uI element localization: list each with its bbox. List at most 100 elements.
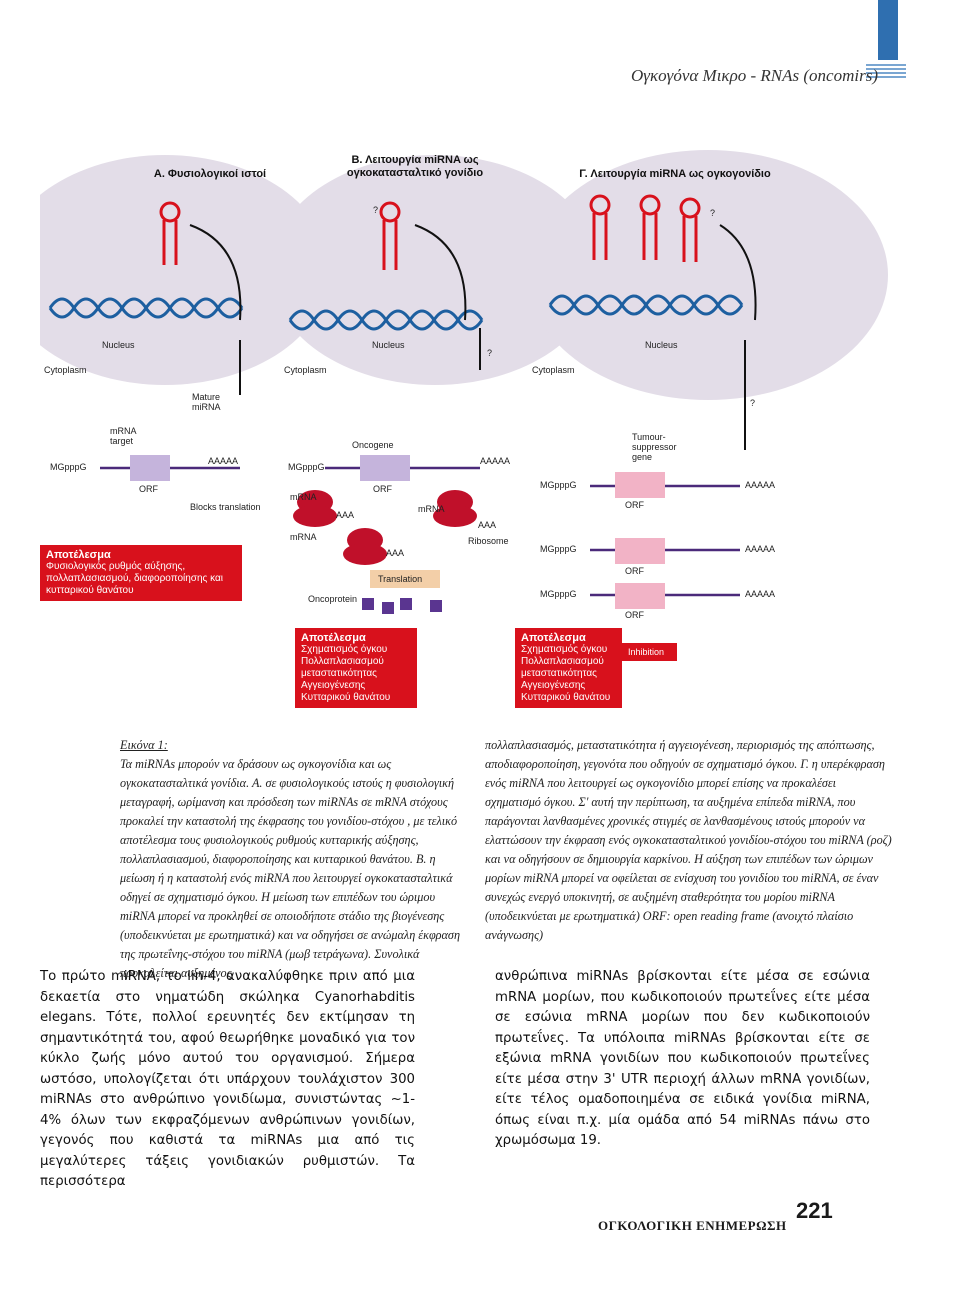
orf-label-c3: ORF <box>625 610 644 620</box>
mature-mirna-line2: miRNA <box>192 402 221 412</box>
nucleus-region-c <box>528 150 888 400</box>
cytoplasm-label-c: Cytoplasm <box>532 365 575 375</box>
result-a-line-1: Φυσιολογικός ρυθμός αύξησης, <box>46 561 186 572</box>
orf-label-c2: ORF <box>625 566 644 576</box>
result-b-line-1: Σχηματισμός όγκου <box>301 644 388 655</box>
mgpppg-label-c1: MGpppG <box>540 480 577 490</box>
oncoprotein-label: Oncoprotein <box>308 594 358 604</box>
cytoplasm-label-a: Cytoplasm <box>44 365 87 375</box>
running-head: Ογκογόνα Μικρο - RNAs (oncomirs) <box>631 66 878 85</box>
dna-helix-c <box>548 294 744 316</box>
caption-label: Εικόνα 1: <box>120 738 168 752</box>
aaaaa-label-a: AAAAA <box>208 456 239 466</box>
result-box-a: Αποτέλεσμα Φυσιολογικός ρυθμός αύξησης, … <box>40 545 242 601</box>
mgpppg-label-a: MGpppG <box>50 462 87 472</box>
blocks-translation-label: Blocks translation <box>190 502 261 512</box>
oncoprotein-squares <box>362 598 442 614</box>
result-b-line-2: Πολλαπλασιασμού <box>301 656 384 667</box>
hairpin-b <box>379 201 401 270</box>
result-c-line-4: Αγγειογένεσης <box>521 680 586 691</box>
oncogene-label: Oncogene <box>352 440 394 450</box>
panel-a-title: Α. Φυσιολογικοί ιστοί <box>153 168 267 180</box>
figure-mirna-diagram: Α. Φυσιολογικοί ιστοί Β. Λειτουργία miRN… <box>40 150 890 725</box>
result-a-line-2: πολλαπλασιασμού, διαφοροποίησης και <box>46 573 224 584</box>
tumour-suppressor-line2: suppressor <box>632 442 677 452</box>
page-number: 221 <box>796 1198 833 1223</box>
mature-mirna-label: Mature miRNA <box>192 392 221 412</box>
ribosome-label: Ribosome <box>468 536 509 546</box>
orf-label-a: ORF <box>139 484 158 494</box>
mgpppg-label-b: MGpppG <box>288 462 325 472</box>
journal-title: ΟΓΚΟΛΟΓΙΚΗ ΕΝΗΜΕΡΩΣΗ <box>598 1218 787 1233</box>
dna-helix-a <box>48 297 244 319</box>
orf-box-c2 <box>615 538 665 564</box>
inhibition-box <box>622 643 677 661</box>
mature-mirna-line1: Mature <box>192 392 221 402</box>
figure-artwork <box>40 150 888 661</box>
hairpin-c <box>589 194 701 262</box>
result-box-b: Αποτέλεσμα Σχηματισμός όγκου Πολλαπλασια… <box>295 628 417 708</box>
mrna-target-line2: target <box>110 436 134 446</box>
corner-accent-lines <box>866 64 906 80</box>
aaa-label-b2: AAA <box>478 520 497 530</box>
result-b-line-3: μεταστατικότητας <box>301 668 377 679</box>
result-c-line-1: Σχηματισμός όγκου <box>521 644 608 655</box>
arrows <box>189 224 757 450</box>
cytoplasm-label-b: Cytoplasm <box>284 365 327 375</box>
orf-label-b: ORF <box>373 484 392 494</box>
nucleus-label-a: Nucleus <box>102 340 135 350</box>
result-b-line-5: Κυτταρικού θανάτου <box>301 692 391 703</box>
result-b-heading: Αποτέλεσμα <box>301 632 366 644</box>
mrna-target-label: mRNA target <box>110 426 137 446</box>
translation-box <box>370 570 440 588</box>
translation-label: Translation <box>378 574 423 584</box>
tumour-suppressor-label: Tumour- suppressor gene <box>632 432 677 462</box>
question-mark-b1: ? <box>373 205 379 215</box>
body-text-left: Το πρώτο miRNA, το lin-4, ανακαλύφθηκε π… <box>40 969 415 1189</box>
aaa-label-b1: AAA <box>336 510 355 520</box>
aaaaa-label-b: AAAAA <box>480 456 511 466</box>
aaa-label-b3: AAA <box>386 548 405 558</box>
tumour-suppressor-line1: Tumour- <box>632 432 666 442</box>
result-b-line-4: Αγγειογένεσης <box>301 680 366 691</box>
nucleus-label-c: Nucleus <box>645 340 678 350</box>
mrna-target-line1: mRNA <box>110 426 137 436</box>
caption-left-text: Τα miRNAs μπορούν να δράσουν ως ογκογονί… <box>120 757 460 980</box>
dna-helix-b <box>288 309 484 331</box>
orf-box-c3 <box>615 583 665 609</box>
panel-b-title-line2: ογκοκατασταλτικό γονίδιο <box>346 167 484 179</box>
result-a-line-3: κυτταρικού θανάτου <box>46 585 134 596</box>
question-mark-c2: ? <box>750 398 756 408</box>
result-c-line-2: Πολλαπλασιασμού <box>521 656 604 667</box>
mgpppg-label-c3: MGpppG <box>540 589 577 599</box>
tumour-suppressor-line3: gene <box>632 452 653 462</box>
orf-box-b <box>360 455 410 481</box>
corner-accent-bar <box>878 0 898 60</box>
caption-right: πολλαπλασιασμός, μεταστατικότητα ή αγγει… <box>485 738 892 942</box>
caption-left: Εικόνα 1: Τα miRNAs μπορούν να δράσουν ω… <box>120 736 468 983</box>
result-a-heading: Αποτέλεσμα <box>46 549 111 561</box>
ribosomes <box>293 490 477 565</box>
mrna-label-b3: mRNA <box>290 532 317 542</box>
orf-label-c1: ORF <box>625 500 644 510</box>
aaaaa-label-c3: AAAAA <box>745 589 776 599</box>
result-c-line-3: μεταστατικότητας <box>521 668 597 679</box>
panel-c-title: Γ. Λειτουργία miRNA ως ογκογονίδιο <box>579 168 771 180</box>
mrna-label-b2: mRNA <box>418 504 445 514</box>
orf-box-a <box>130 455 170 481</box>
question-mark-b2: ? <box>487 348 493 358</box>
result-box-c: Αποτέλεσμα Σχηματισμός όγκου Πολλαπλασια… <box>515 628 622 708</box>
body-text-right: ανθρώπινα miRNAs βρίσκονται είτε μέσα σε… <box>495 969 870 1148</box>
panel-b-title-line1: Β. Λειτουργία miRNA ως <box>351 154 479 166</box>
result-c-heading: Αποτέλεσμα <box>521 632 586 644</box>
nucleus-region-a <box>40 155 330 385</box>
aaaaa-label-c2: AAAAA <box>745 544 776 554</box>
orf-box-c1 <box>615 472 665 498</box>
result-c-line-5: Κυτταρικού θανάτου <box>521 692 611 703</box>
question-mark-c1: ? <box>710 208 716 218</box>
aaaaa-label-c1: AAAAA <box>745 480 776 490</box>
mgpppg-label-c2: MGpppG <box>540 544 577 554</box>
mrna-label-b1: mRNA <box>290 492 317 502</box>
inhibition-label: Inhibition <box>628 647 665 657</box>
nucleus-label-b: Nucleus <box>372 340 405 350</box>
